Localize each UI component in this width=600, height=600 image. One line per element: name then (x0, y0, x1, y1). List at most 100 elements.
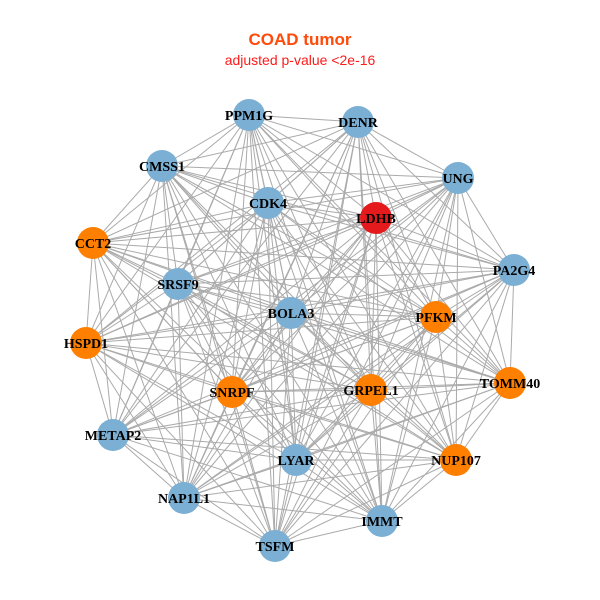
edge-CCT2-METAP2 (92, 242, 114, 436)
node-label-NAP1L1: NAP1L1 (158, 492, 210, 507)
edge-PA2G4-TOMM40 (509, 269, 515, 384)
edge-TOMM40-NAP1L1 (183, 382, 511, 499)
edge-UNG-TSFM (274, 177, 459, 547)
node-label-TOMM40: TOMM40 (480, 377, 540, 392)
edge-CDK4-NUP107 (267, 202, 457, 461)
edge-UNG-TOMM40 (457, 177, 511, 384)
edge-PPM1G-LDHB (248, 114, 377, 219)
node-label-CCT2: CCT2 (75, 237, 112, 252)
edge-SNRPF-NUP107 (231, 391, 457, 461)
edge-SRSF9-PFKM (177, 283, 437, 318)
edge-CDK4-NAP1L1 (183, 202, 269, 499)
edge-DENR-PFKM (357, 121, 437, 318)
edge-CCT2-PA2G4 (92, 242, 515, 271)
node-label-IMMT: IMMT (361, 515, 403, 530)
edge-CMSS1-NAP1L1 (161, 165, 185, 499)
edge-NUP107-NAP1L1 (183, 459, 457, 499)
edge-GRPEL1-IMMT (370, 389, 383, 522)
edge-PPM1G-PA2G4 (248, 114, 515, 271)
edge-DENR-UNG (357, 121, 459, 179)
node-CDK4 (252, 187, 284, 219)
edge-CDK4-TOMM40 (267, 202, 511, 384)
edge-NAP1L1-IMMT (183, 497, 383, 522)
edge-CMSS1-PFKM (161, 165, 437, 318)
edge-CMSS1-UNG (161, 165, 459, 179)
node-label-SRSF9: SRSF9 (157, 278, 198, 293)
node-PFKM (420, 301, 452, 333)
edge-CDK4-GRPEL1 (267, 202, 372, 391)
node-label-UNG: UNG (442, 172, 473, 187)
edge-UNG-GRPEL1 (370, 177, 459, 391)
edge-SRSF9-NAP1L1 (177, 283, 185, 499)
edge-CDK4-SRSF9 (177, 202, 269, 285)
edge-LDHB-NAP1L1 (183, 217, 377, 499)
edge-BOLA3-METAP2 (112, 312, 292, 436)
edge-DENR-HSPD1 (85, 121, 359, 344)
edge-LYAR-NAP1L1 (183, 459, 297, 499)
edge-BOLA3-HSPD1 (85, 312, 292, 344)
edge-SRSF9-METAP2 (112, 283, 179, 436)
edge-TOMM40-METAP2 (112, 382, 511, 436)
edge-CMSS1-LYAR (161, 165, 297, 461)
node-label-PPM1G: PPM1G (225, 109, 273, 124)
edge-CCT2-HSPD1 (85, 242, 94, 344)
edge-CMSS1-PA2G4 (161, 165, 515, 271)
node-label-METAP2: METAP2 (85, 429, 142, 444)
edge-DENR-CCT2 (92, 121, 359, 244)
edge-DENR-TOMM40 (357, 121, 511, 384)
edge-PA2G4-SNRPF (231, 269, 515, 393)
node-NAP1L1 (168, 482, 200, 514)
edge-TOMM40-TSFM (274, 382, 511, 547)
edge-HSPD1-NAP1L1 (85, 342, 185, 499)
edge-CMSS1-METAP2 (112, 165, 163, 436)
edge-UNG-SNRPF (231, 177, 459, 393)
edge-UNG-SRSF9 (177, 177, 459, 285)
edge-BOLA3-GRPEL1 (290, 312, 372, 391)
edge-CDK4-BOLA3 (267, 202, 292, 314)
edge-PPM1G-LYAR (248, 114, 297, 461)
edge-PFKM-HSPD1 (85, 316, 437, 344)
edge-METAP2-IMMT (112, 434, 383, 522)
node-label-TSFM: TSFM (256, 540, 295, 555)
node-SRSF9 (162, 268, 194, 300)
node-SNRPF (216, 376, 248, 408)
edge-HSPD1-LYAR (85, 342, 297, 461)
edge-UNG-NUP107 (455, 177, 459, 461)
node-label-DENR: DENR (338, 116, 379, 131)
edge-DENR-NAP1L1 (183, 121, 359, 499)
edge-LDHB-HSPD1 (85, 217, 377, 344)
edge-SRSF9-BOLA3 (177, 283, 292, 314)
edge-UNG-LYAR (295, 177, 459, 461)
edge-BOLA3-PFKM (290, 312, 437, 318)
edge-LDHB-CCT2 (92, 217, 377, 244)
edge-GRPEL1-TSFM (274, 389, 372, 547)
edge-PA2G4-BOLA3 (290, 269, 515, 314)
edge-LYAR-IMMT (295, 459, 383, 522)
edge-PA2G4-METAP2 (112, 269, 515, 436)
node-METAP2 (97, 419, 129, 451)
node-label-PFKM: PFKM (415, 311, 456, 326)
edge-LDHB-BOLA3 (290, 217, 377, 314)
edge-SRSF9-TOMM40 (177, 283, 511, 384)
node-label-LDHB: LDHB (356, 212, 396, 227)
node-label-CDK4: CDK4 (249, 197, 287, 212)
node-IMMT (366, 505, 398, 537)
edge-PPM1G-TOMM40 (248, 114, 511, 384)
edge-PFKM-NAP1L1 (183, 316, 437, 499)
node-label-GRPEL1: GRPEL1 (343, 384, 398, 399)
edge-PFKM-NUP107 (435, 316, 457, 461)
edge-SNRPF-NAP1L1 (183, 391, 233, 499)
node-PPM1G (233, 99, 265, 131)
edge-CDK4-LDHB (267, 202, 377, 219)
edge-NUP107-TSFM (274, 459, 457, 547)
chart-subtitle: adjusted p-value <2e-16 (224, 52, 376, 68)
edge-BOLA3-IMMT (290, 312, 383, 522)
edge-PPM1G-DENR (248, 114, 359, 123)
node-TSFM (259, 530, 291, 562)
edge-GRPEL1-TOMM40 (370, 382, 511, 391)
edge-CCT2-NAP1L1 (92, 242, 185, 499)
edge-PA2G4-NUP107 (455, 269, 515, 461)
edge-HSPD1-IMMT (85, 342, 383, 522)
